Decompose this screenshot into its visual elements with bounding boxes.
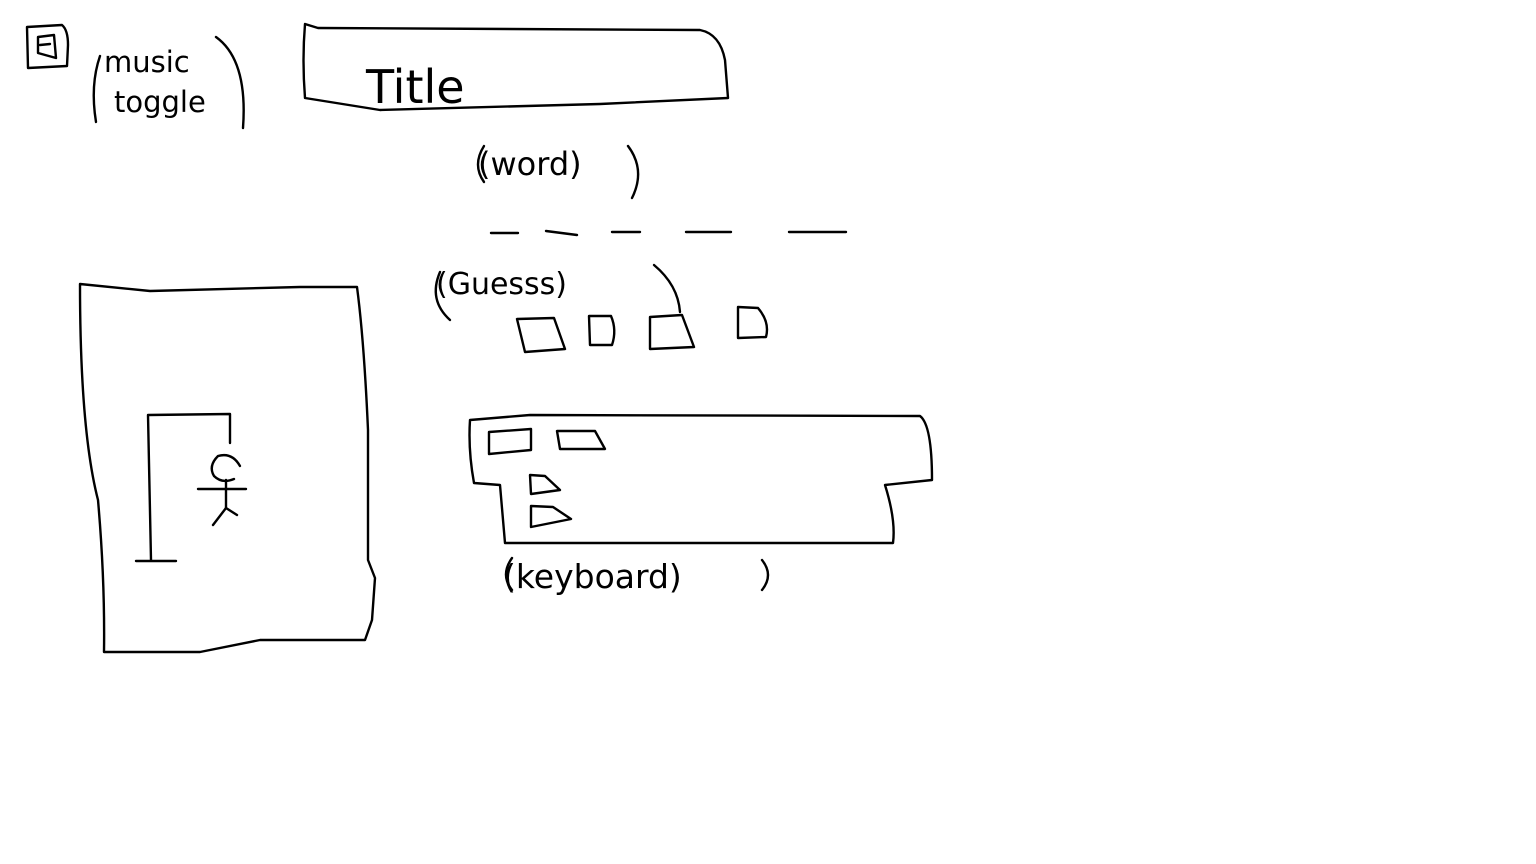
keyboard-bracket-right	[760, 558, 770, 592]
keyboard-key[interactable]	[528, 473, 562, 496]
title-box	[302, 22, 730, 112]
hangman-panel	[78, 282, 377, 654]
figure-legs	[211, 506, 239, 527]
music-toggle-bracket-left	[92, 54, 102, 124]
guesses-annotation: (Guesss)	[436, 267, 568, 302]
figure-head	[210, 453, 242, 483]
guess-boxes	[515, 305, 769, 354]
title-text: Title	[366, 60, 465, 114]
keyboard-key[interactable]	[529, 504, 573, 529]
word-bracket-right	[626, 144, 640, 200]
music-toggle-bracket-right	[214, 35, 245, 130]
word-annotation: (word)	[478, 145, 582, 183]
word-blanks	[489, 229, 848, 237]
music-toggle-label-line2: toggle	[114, 85, 206, 119]
word-blank	[544, 229, 579, 237]
keyboard-keys[interactable]	[487, 427, 607, 529]
guess-box	[515, 316, 567, 354]
guesses-bracket-right	[652, 263, 682, 314]
guess-box	[587, 314, 616, 347]
keyboard-annotation: (keyboard)	[503, 557, 682, 596]
keyboard-key[interactable]	[487, 427, 533, 456]
guess-box	[648, 313, 696, 351]
keyboard-panel	[468, 413, 934, 545]
keyboard-key[interactable]	[555, 429, 607, 451]
word-bracket-left	[476, 144, 486, 184]
hangman-figure	[134, 412, 248, 563]
guess-box	[736, 305, 769, 340]
guesses-bracket-left	[434, 270, 452, 322]
gallows	[146, 412, 232, 562]
music-toggle-label-line1: music	[104, 45, 190, 79]
keyboard-bracket-left	[504, 556, 514, 592]
speaker-icon	[36, 33, 58, 60]
music-toggle-button[interactable]	[25, 23, 70, 70]
